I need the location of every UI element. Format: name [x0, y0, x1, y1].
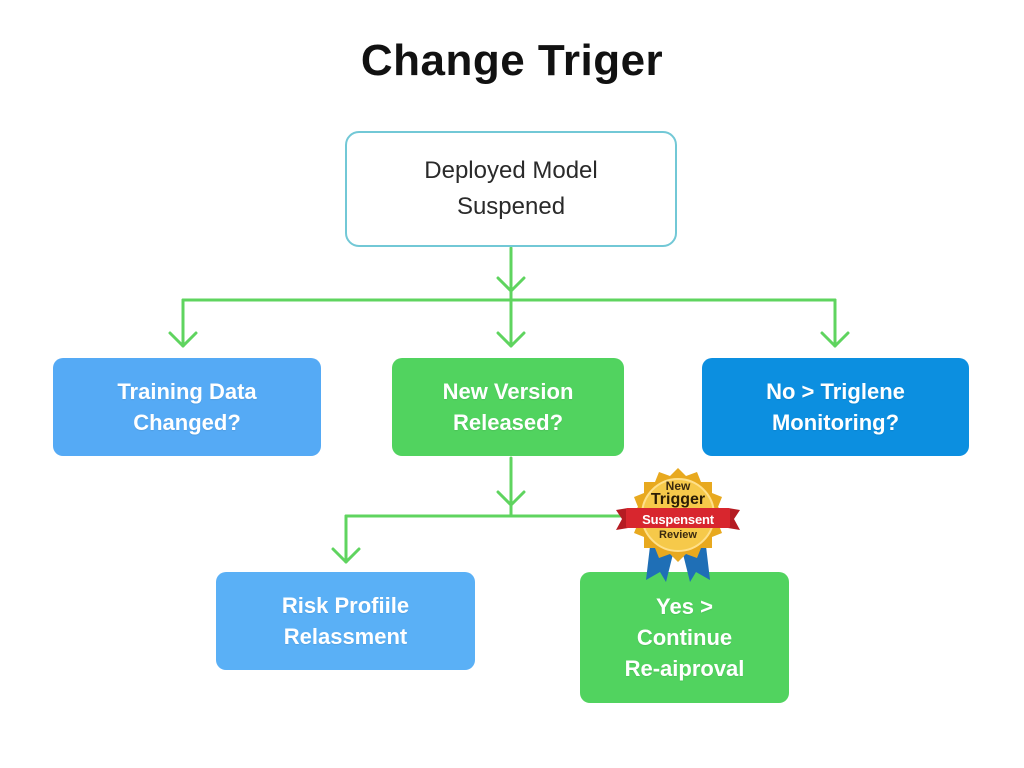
badge-text-line-1: New — [665, 479, 691, 493]
badge-text-line-4: Review — [659, 529, 697, 541]
badge-text-line-2: Trigger — [650, 491, 706, 508]
arrowhead-risk — [331, 547, 361, 564]
node-label-line-1: New Version — [442, 379, 574, 404]
node-label-line-2: Monitoring? — [771, 410, 900, 435]
node-label-line-1: Risk Profiile — [281, 593, 410, 618]
node-deployed-model-suspended: Deployed Model Suspened — [345, 131, 677, 247]
node-label-line-2: Continue — [636, 625, 733, 650]
diagram-title: Change Triger — [360, 36, 664, 85]
node-label-line-1: Yes > — [656, 594, 713, 619]
node-label-line-3: Re-aiproval — [624, 656, 745, 681]
arrowhead-version-down — [496, 490, 526, 507]
node-monitoring: No > Triglene Monitoring? — [702, 358, 969, 456]
badge-text-line-3: Suspensent — [642, 512, 714, 527]
node-label-line-2: Changed? — [133, 410, 241, 435]
trigger-review-badge-icon: New Trigger Suspensent Review — [608, 468, 748, 588]
arrowhead-version — [496, 331, 526, 348]
node-risk-profile-reassessment: Risk Profiile Relassment — [216, 572, 475, 670]
node-label-line-2: Suspened — [456, 193, 566, 220]
node-training-data-changed: Training Data Changed? — [53, 358, 321, 456]
node-label-line-1: No > Triglene — [766, 379, 905, 404]
badge-seal-graphic — [616, 468, 740, 582]
arrowhead-training — [168, 331, 198, 348]
node-continue-reapproval: Yes > Continue Re-aiproval — [580, 572, 789, 703]
node-label-line-1: Training Data — [117, 379, 257, 404]
node-label-line-2: Released? — [452, 410, 564, 435]
node-label-line-2: Relassment — [283, 624, 408, 649]
arrowhead-root — [496, 276, 526, 293]
node-new-version-released: New Version Released? — [392, 358, 624, 456]
node-label-line-1: Deployed Model — [424, 157, 598, 184]
arrowhead-monitoring — [820, 331, 850, 348]
